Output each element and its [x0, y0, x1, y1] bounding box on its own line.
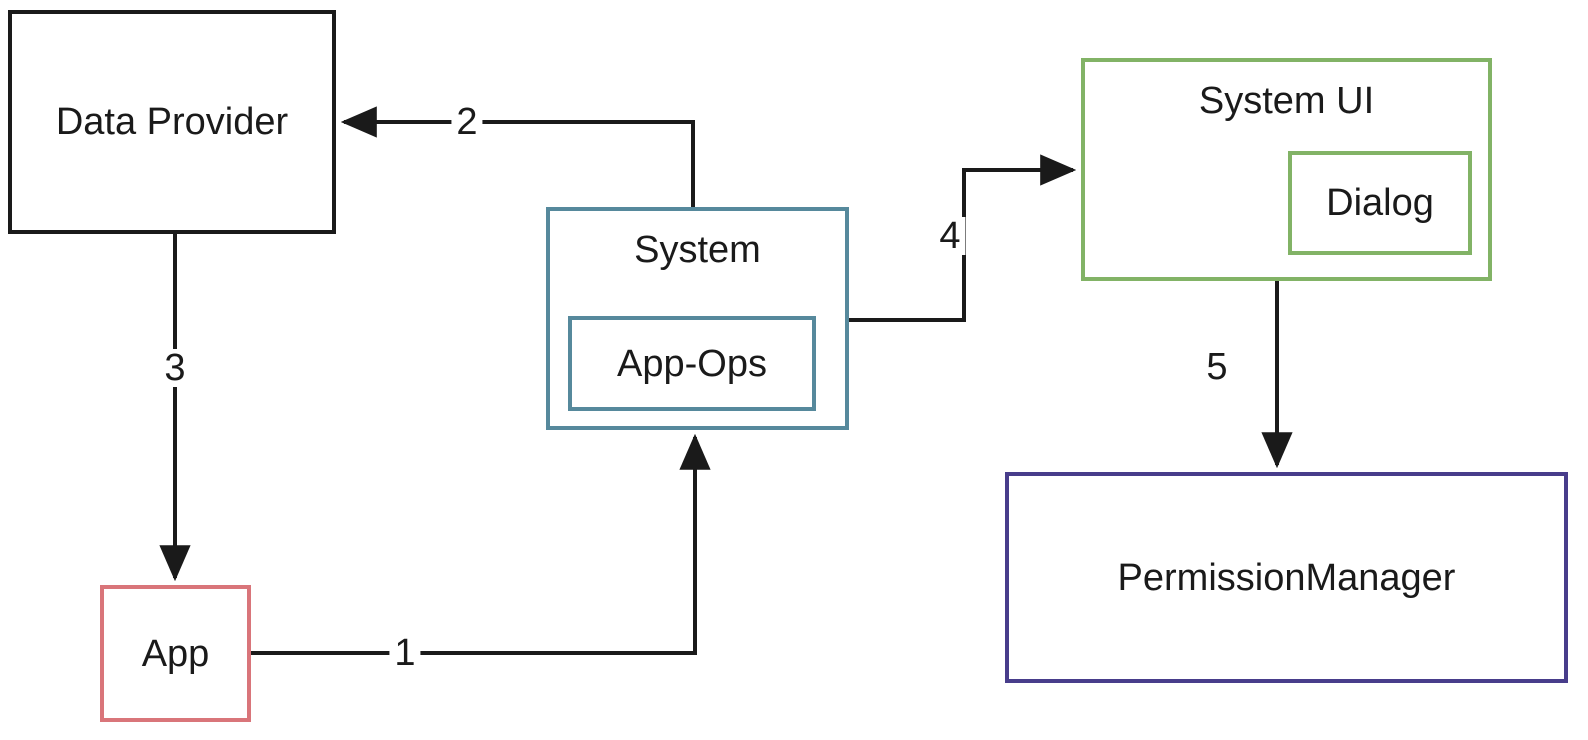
edge-label-edge-4: 4: [934, 217, 966, 255]
edge-label-edge-3: 3: [159, 349, 191, 387]
node-dialog[interactable]: Dialog: [1288, 151, 1472, 255]
node-app-ops[interactable]: App-Ops: [568, 316, 816, 411]
edge-path-edge-2: [340, 106, 695, 207]
node-label-system-ui: System UI: [1198, 80, 1375, 122]
edge-label-edge-2: 2: [451, 103, 483, 141]
node-data-provider[interactable]: Data Provider: [8, 10, 336, 234]
edge-path-edge-1: [251, 433, 711, 655]
edge-label-edge-1: 1: [389, 634, 421, 672]
node-permission-manager[interactable]: PermissionManager: [1005, 472, 1568, 683]
node-app[interactable]: App: [100, 585, 251, 722]
node-label-system: System: [634, 229, 761, 271]
node-label-app-ops: App-Ops: [617, 342, 767, 385]
node-label-permission-manager: PermissionManager: [1117, 556, 1456, 599]
node-label-data-provider: Data Provider: [55, 101, 289, 143]
edge-label-edge-5: 5: [1201, 348, 1233, 386]
node-label-app: App: [141, 632, 210, 675]
node-label-dialog: Dialog: [1326, 182, 1434, 224]
